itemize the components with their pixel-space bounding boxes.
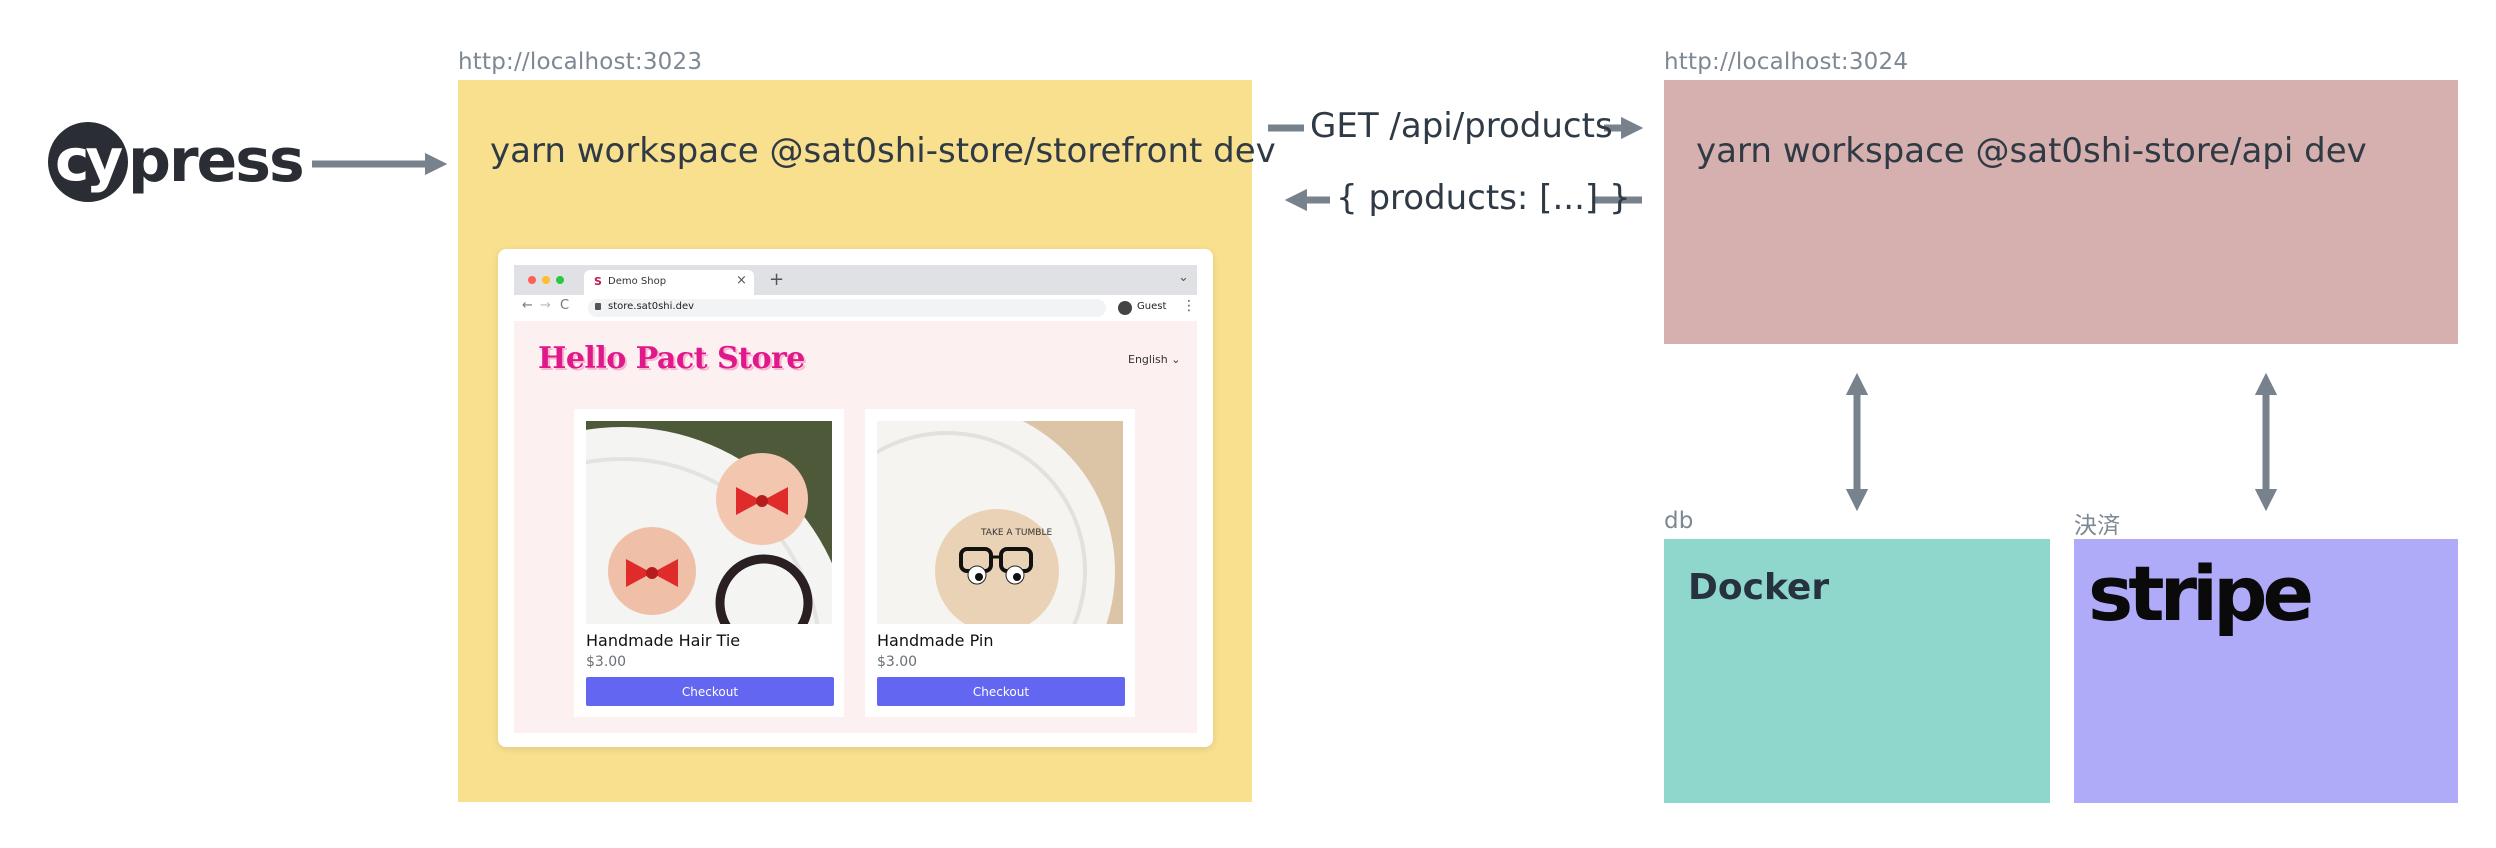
browser-tab-bar: S Demo Shop × + ⌄: [514, 265, 1197, 295]
storefront-command: yarn workspace @sat0shi-store/storefront…: [490, 131, 1276, 171]
api-command: yarn workspace @sat0shi-store/api dev: [1696, 131, 2367, 171]
lock-icon: [595, 303, 601, 310]
response-label: { products: [...] }: [1336, 178, 1631, 218]
product-image-pin: TAKE A TUMBLE: [877, 421, 1123, 624]
store-page: Hello Pact Store English ⌄: [514, 321, 1197, 733]
browser-menu-icon[interactable]: ⋮: [1182, 298, 1196, 314]
tab-search-icon[interactable]: ⌄: [1178, 270, 1189, 285]
product-card: TAKE A TUMBLE Handmade Pin $3.00 Checkou…: [865, 409, 1135, 717]
product-name: Handmade Hair Tie: [586, 631, 741, 650]
profile-icon[interactable]: [1118, 301, 1132, 315]
api-url: http://localhost:3024: [1664, 49, 1909, 75]
cypress-logo-circle: [48, 122, 128, 202]
request-label: GET /api/products: [1310, 106, 1613, 146]
cypress-logo: cy press: [48, 118, 305, 208]
forward-icon[interactable]: →: [540, 298, 551, 313]
stripe-logo: stripe: [2088, 549, 2314, 638]
tab-title: Demo Shop: [608, 276, 667, 287]
tab-close-icon[interactable]: ×: [736, 273, 747, 288]
product-name: Handmade Pin: [877, 631, 994, 650]
product-image-hair-tie: [586, 421, 832, 624]
back-icon[interactable]: ←: [522, 298, 533, 313]
reload-icon[interactable]: C: [560, 298, 570, 313]
new-tab-icon[interactable]: +: [769, 269, 785, 290]
browser-address-bar: ← → C store.sat0shi.dev Guest ⋮: [514, 295, 1197, 322]
checkout-button[interactable]: Checkout: [586, 677, 834, 706]
cypress-logo-press: press: [128, 126, 305, 196]
storefront-url: http://localhost:3023: [458, 49, 703, 75]
checkout-button[interactable]: Checkout: [877, 677, 1125, 706]
store-title: Hello Pact Store: [538, 341, 805, 376]
language-select[interactable]: English ⌄: [1128, 353, 1181, 366]
profile-label[interactable]: Guest: [1137, 301, 1167, 312]
maximize-window-dot[interactable]: [556, 276, 564, 284]
payment-label: 決済: [2074, 513, 2121, 539]
cypress-logo-cy: cy: [55, 126, 123, 194]
db-label: db: [1664, 508, 1694, 534]
browser-screenshot: S Demo Shop × + ⌄ ← → C store.sat0shi.de…: [498, 249, 1213, 747]
pin-text: TAKE A TUMBLE: [980, 528, 1052, 538]
browser-tab[interactable]: S Demo Shop ×: [584, 270, 754, 295]
url-field[interactable]: store.sat0shi.dev: [588, 299, 1106, 317]
payment-box: stripe: [2074, 539, 2458, 803]
db-box: Docker: [1664, 539, 2050, 803]
product-price: $3.00: [877, 654, 918, 670]
docker-logo: Docker: [1688, 567, 1830, 608]
api-box: yarn workspace @sat0shi-store/api dev: [1664, 80, 2458, 344]
url-text: store.sat0shi.dev: [608, 301, 695, 312]
favicon-icon: S: [594, 275, 602, 288]
minimize-window-dot[interactable]: [542, 276, 550, 284]
product-price: $3.00: [586, 654, 627, 670]
product-card: Handmade Hair Tie $3.00 Checkout: [574, 409, 844, 717]
close-window-dot[interactable]: [528, 276, 536, 284]
